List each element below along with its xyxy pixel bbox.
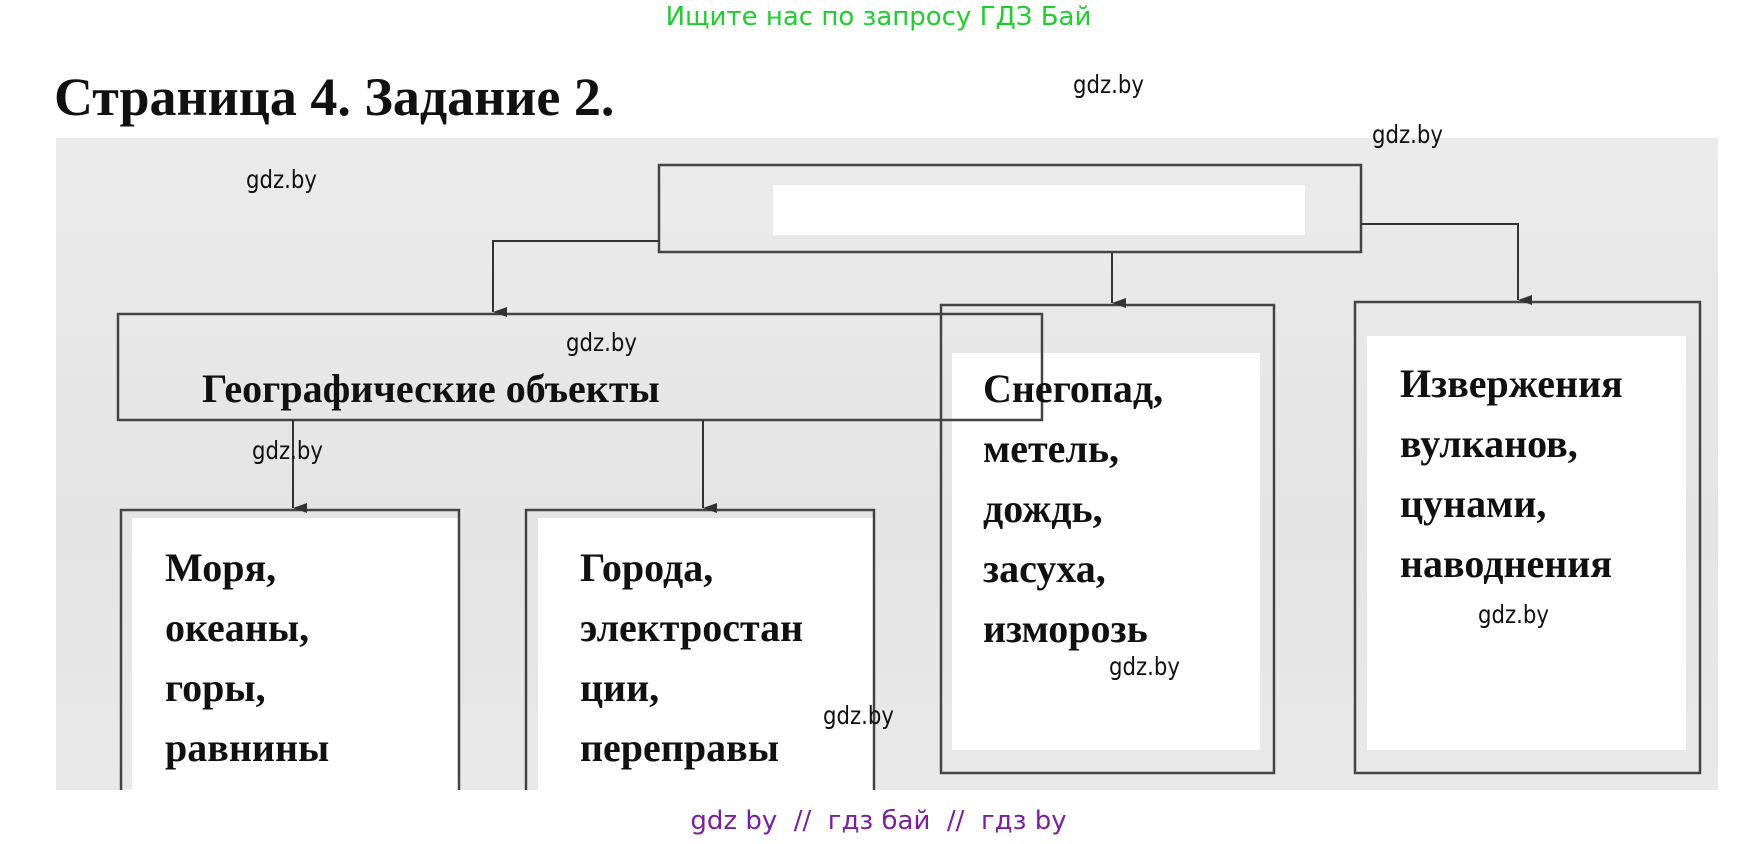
geo-objects-label: Географические объекты: [202, 366, 660, 411]
root-answer-area: [773, 185, 1305, 235]
footer-links: gdz by // гдз бай // гдз by: [690, 806, 1067, 836]
cities-list: Города, электростан ции, переправы: [580, 538, 803, 778]
seas-answer-area: [132, 518, 459, 790]
arrow-to-disasters: [1361, 223, 1532, 305]
root-box: [657, 163, 1363, 254]
cities-box: [524, 508, 876, 790]
list-item: наводнения: [1400, 541, 1612, 586]
list-item: переправы: [580, 725, 779, 770]
watermark: gdz.by: [1372, 120, 1443, 149]
weather-box: [939, 303, 1276, 775]
seas-box: [119, 508, 461, 790]
list-item: ции,: [580, 665, 660, 710]
list-item: Города,: [580, 545, 714, 590]
promo-banner: Ищите нас по запросу ГДЗ Бай: [665, 2, 1092, 32]
weather-list: Снегопад, метель, дождь, засуха, измороз…: [983, 359, 1163, 659]
list-item: засуха,: [983, 546, 1106, 591]
cities-answer-area: [538, 518, 874, 790]
list-item: вулканов,: [1400, 421, 1578, 466]
list-item: горы,: [165, 665, 266, 710]
list-item: изморозь: [983, 606, 1148, 651]
watermark: gdz.by: [566, 328, 637, 357]
disasters-answer-area: [1367, 336, 1686, 750]
list-item: электростан: [580, 605, 804, 650]
list-item: дождь,: [983, 486, 1103, 531]
watermark: gdz.by: [252, 436, 323, 465]
list-item: Снегопад,: [983, 366, 1164, 411]
list-item: равнины: [165, 725, 330, 770]
disasters-list: Извержения вулканов, цунами, наводнения: [1400, 354, 1623, 594]
list-item: Моря,: [165, 545, 277, 590]
watermark: gdz.by: [246, 165, 317, 194]
arrow-to-geo: [492, 240, 659, 317]
list-item: Извержения: [1400, 361, 1623, 406]
watermark: gdz.by: [1109, 652, 1180, 681]
watermark: gdz.by: [1478, 600, 1549, 629]
page-title: Страница 4. Задание 2.: [54, 67, 615, 127]
watermark: gdz.by: [1073, 70, 1144, 99]
seas-list: Моря, океаны, горы, равнины: [165, 538, 329, 778]
watermark: gdz.by: [823, 701, 894, 730]
list-item: океаны,: [165, 605, 310, 650]
geo-objects-box: [116, 312, 1044, 422]
list-item: метель,: [983, 426, 1119, 471]
list-item: цунами,: [1400, 481, 1547, 526]
